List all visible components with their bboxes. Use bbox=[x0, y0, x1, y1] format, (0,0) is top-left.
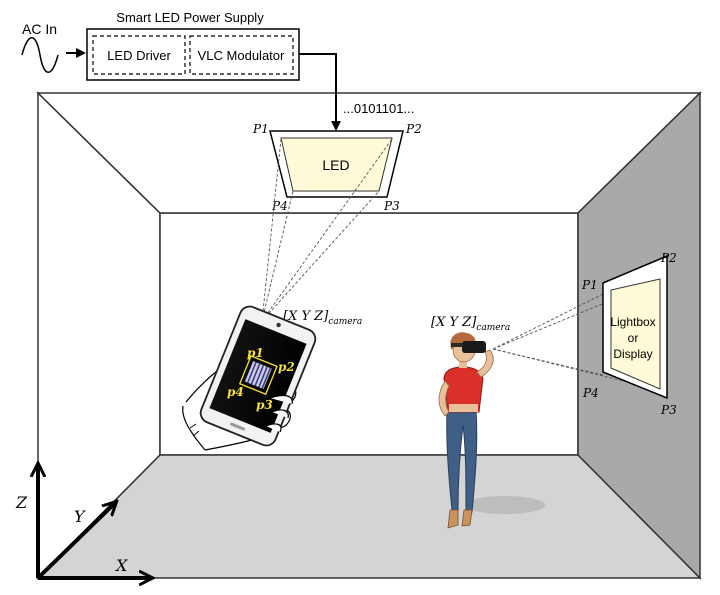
y-axis-label: Y bbox=[74, 507, 86, 526]
display-label-line2: or bbox=[628, 331, 639, 345]
led-driver-label: LED Driver bbox=[107, 48, 171, 63]
hand-fingers bbox=[265, 394, 293, 433]
vr-headset-icon bbox=[462, 341, 486, 353]
display-corner-p1: P1 bbox=[581, 278, 598, 292]
vlc-modulator-label: VLC Modulator bbox=[198, 48, 285, 63]
power-supply-box bbox=[86, 28, 300, 81]
y-axis bbox=[36, 502, 116, 580]
power-supply-title: Smart LED Power Supply bbox=[116, 10, 264, 25]
person-midriff bbox=[449, 404, 478, 412]
phone-camera-coordinate-label: [X Y Z]camera bbox=[283, 309, 362, 327]
led-label: LED bbox=[322, 157, 349, 173]
person-shadow bbox=[465, 496, 545, 514]
ac-in-label: AC In bbox=[22, 21, 57, 37]
headset-camera-coordinate-label: [X Y Z]camera bbox=[431, 315, 510, 333]
led-driver-box bbox=[92, 35, 186, 75]
phone-image-corner-p3: p3 bbox=[256, 398, 273, 412]
display-label-line1: Lightbox bbox=[610, 315, 655, 329]
phone-image-corner-p4: p4 bbox=[227, 385, 244, 399]
person-neck bbox=[459, 358, 467, 368]
led-corner-p3: P3 bbox=[383, 199, 400, 213]
phone-captured-image-frame bbox=[238, 355, 278, 396]
phone-image-corner-p1: p1 bbox=[247, 346, 264, 360]
supply-to-led-arrow bbox=[299, 53, 341, 131]
led-corner-p4: P4 bbox=[271, 199, 288, 213]
display-corner-p3: P3 bbox=[660, 403, 677, 417]
bitstream-label: ...0101101... bbox=[343, 101, 414, 116]
hand-wrist bbox=[182, 405, 206, 451]
lightbox-display: Lightbox or Display P1 P2 P3 P4 bbox=[581, 251, 677, 417]
sine-wave-icon bbox=[21, 37, 59, 73]
phone-speaker-icon bbox=[230, 422, 246, 431]
hand-knuckle-lines bbox=[189, 423, 200, 437]
ac-in-source: AC In bbox=[21, 21, 86, 73]
person-with-vr-headset bbox=[438, 332, 494, 529]
display-label-line3: Display bbox=[613, 347, 652, 361]
display-corner-p2: P2 bbox=[660, 251, 677, 265]
x-axis-label: X bbox=[114, 556, 128, 575]
display-corner-p4: P4 bbox=[582, 386, 599, 400]
hand-holding-phone: p1 p2 p3 p4 bbox=[182, 305, 317, 451]
person-left-shoe bbox=[447, 509, 459, 529]
vlc-modulator-box bbox=[189, 35, 294, 75]
world-axes: X Y Z bbox=[15, 464, 152, 578]
smart-led-power-supply: Smart LED Power Supply LED Driver VLC Mo… bbox=[86, 10, 414, 131]
person-left-arm bbox=[438, 380, 450, 417]
phone-projection-rays bbox=[261, 138, 393, 322]
display-panel bbox=[610, 278, 661, 390]
phone-stripe-pattern bbox=[247, 361, 272, 389]
front-camera-icon bbox=[276, 322, 281, 328]
led-corner-p2: P2 bbox=[405, 122, 422, 136]
led-corner-p1: P1 bbox=[252, 122, 269, 136]
person-legs bbox=[446, 409, 478, 513]
person-right-shoe bbox=[461, 509, 473, 527]
phone-image-corner-p2: p2 bbox=[278, 360, 295, 374]
vr-headset-strap bbox=[451, 343, 463, 347]
z-axis-label: Z bbox=[15, 493, 28, 512]
